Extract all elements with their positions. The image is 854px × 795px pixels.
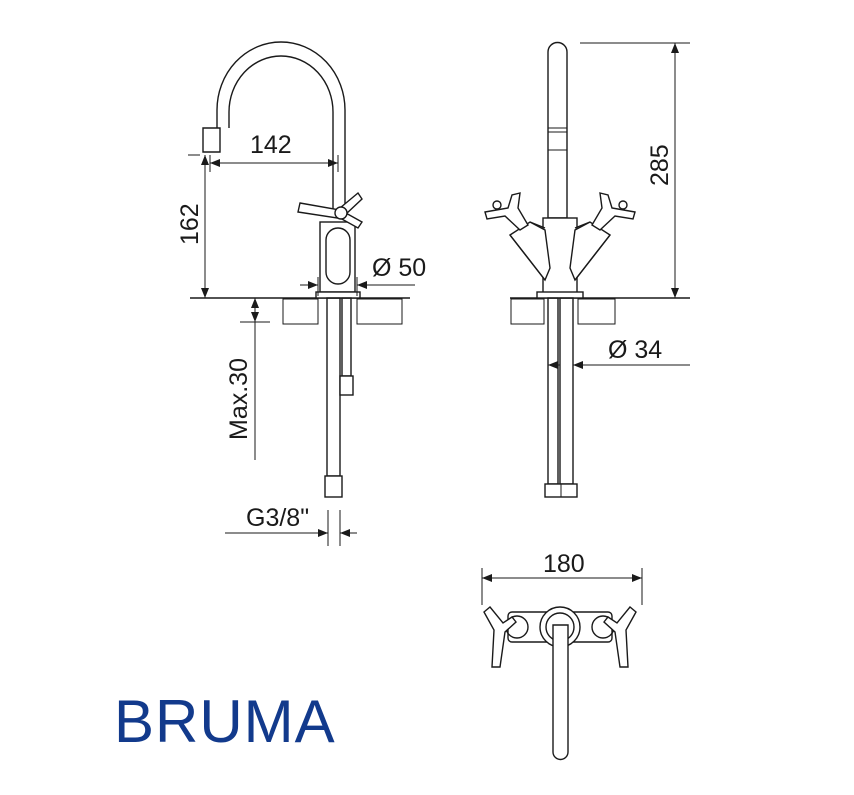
dim-connection: G3/8" [246, 504, 309, 532]
dim-total-height: 285 [646, 144, 674, 186]
handle-left [484, 192, 551, 282]
top-view: 180 [481, 550, 643, 761]
handle-right [569, 192, 636, 282]
handle-left [483, 606, 517, 668]
spout-inner [228, 55, 334, 215]
dim-spout-height: 162 [176, 203, 204, 245]
aerator [202, 127, 221, 153]
base-plate [315, 291, 361, 299]
handle-right [603, 606, 637, 668]
spout [552, 624, 569, 761]
dim-shank-diameter: Ø 34 [608, 336, 662, 364]
dim-spout-reach: 142 [250, 131, 292, 159]
supply-pipe [326, 297, 341, 477]
dim-base-diameter: Ø 50 [372, 254, 426, 282]
base-plate [536, 291, 584, 299]
brand-logo: BRUMA [114, 688, 336, 755]
supply-pipe-left [547, 297, 559, 485]
supply-pipe-small [341, 297, 352, 377]
side-view: 142 162 Ø 50 Max.30 G3/8" [176, 41, 426, 546]
pipe-fitting-small [339, 375, 354, 396]
deck-hatch-left [510, 298, 545, 325]
dim-total-width: 180 [543, 550, 585, 578]
handle-cross [297, 191, 364, 229]
body-inner [325, 227, 351, 285]
deck-hatch-right [356, 298, 403, 325]
deck-hatch-right [577, 298, 616, 325]
spout [547, 41, 568, 219]
deck-hatch-left [282, 298, 319, 325]
spout-outer [216, 41, 346, 215]
supply-pipe-right [559, 297, 574, 485]
pipe-fitting [324, 475, 343, 498]
front-view: 285 Ø 34 [484, 41, 690, 498]
dim-max-deck: Max.30 [225, 358, 253, 440]
